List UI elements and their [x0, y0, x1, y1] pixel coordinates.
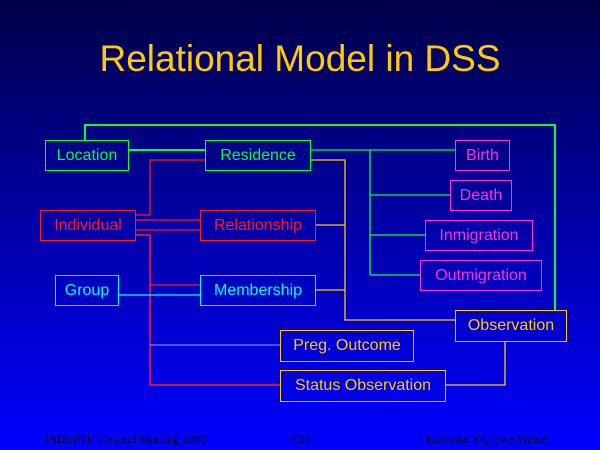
entity-death: Death	[450, 180, 512, 211]
entity-preg-outcome: Preg. Outcome	[280, 330, 414, 362]
entity-birth: Birth	[455, 140, 510, 171]
individual-trunk	[135, 234, 280, 386]
observation-status-link	[445, 341, 506, 386]
entity-outmigration: Outmigration	[420, 260, 542, 291]
entity-location: Location	[45, 140, 129, 171]
slide-title: Relational Model in DSS	[99, 38, 501, 79]
entity-residence: Residence	[205, 140, 311, 171]
individual-residence-link	[135, 159, 205, 216]
entity-membership: Membership	[200, 275, 316, 306]
residence-observation-link	[310, 159, 455, 321]
entity-status-observation: Status Observation	[280, 370, 446, 402]
entity-individual: Individual	[40, 210, 136, 241]
entity-group: Group	[55, 275, 119, 306]
footer-event: INDEPTH General Meeting 2000	[44, 432, 207, 446]
location-observation-link	[84, 124, 556, 310]
entity-observation: Observation	[455, 310, 567, 342]
entity-inmigration: Inmigration	[425, 220, 533, 251]
footer-authors: Yazoumé Yé, Uwe Walser	[424, 432, 550, 446]
entity-relationship: Relationship	[200, 210, 316, 241]
footer-page-number: 7/21	[289, 432, 311, 446]
